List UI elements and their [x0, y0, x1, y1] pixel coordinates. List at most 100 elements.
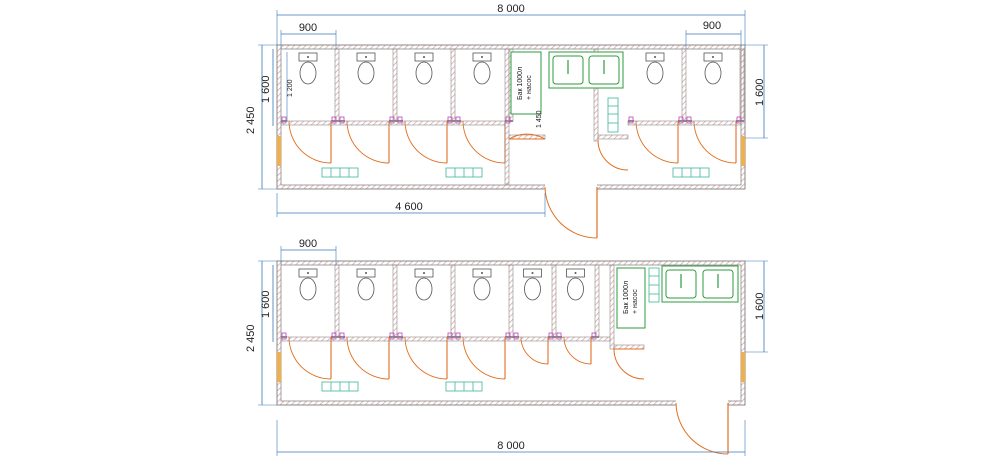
side-door-right-bottom: [741, 352, 745, 382]
cabins-bottom: [280, 264, 611, 380]
tank-room-wall: [508, 134, 546, 140]
bench-3: [672, 167, 710, 178]
side-door-right: [741, 136, 745, 166]
cabins-right: [627, 48, 745, 164]
tank-partition: [609, 264, 615, 350]
cabin-partition: [594, 264, 600, 338]
dim-height-cabin-right-bottom: 1 600: [754, 292, 766, 320]
water-tank-bottom: [616, 267, 646, 329]
door-tank-room-bottom: [613, 348, 645, 380]
plan-top: Бак 1000л + насос 1 450: [245, 3, 768, 239]
cabin-row-wall: [627, 120, 742, 126]
dims-top: 8 000 900 900 2 450 1 600 1 600 1 200: [245, 3, 768, 217]
toilet-bowl-icon: [524, 277, 541, 301]
dim-height-cabin-right-top: 1 600: [754, 78, 766, 106]
cabin-door-swing: [404, 120, 448, 164]
side-door-left-bottom: [277, 352, 281, 382]
cabins-left: [280, 48, 514, 164]
tank-label-1: Бак 1000л: [517, 67, 524, 100]
bench-1: [321, 167, 359, 178]
cabin-door-swing: [288, 120, 332, 164]
bench-5: [445, 381, 483, 392]
door-corridor-right: [597, 139, 629, 171]
toilet-button-icon: [481, 272, 483, 274]
middle-partition-right: [593, 48, 599, 142]
toilet-bowl-icon: [357, 61, 375, 85]
toilet-button-icon: [574, 272, 577, 274]
cabin-door-swing: [635, 120, 679, 164]
dim-cabin-right: 900: [703, 20, 721, 32]
dim-height-cabin-left-bottom: 1 600: [260, 290, 272, 318]
toilet-button-icon: [365, 56, 367, 58]
cabin-partition: [508, 264, 514, 338]
plan-bottom: Бак 1000л + насос 900: [245, 238, 768, 456]
bench-2: [445, 167, 483, 178]
dim-height-total-bottom: 2 450: [245, 324, 257, 352]
tank-room-wall-bottom: [613, 344, 645, 350]
cabin-door-swing: [462, 336, 506, 380]
entrance-gap-bottom: [676, 399, 728, 407]
cabin-partition: [551, 264, 557, 338]
toilet-bowl-icon: [473, 277, 491, 301]
toilet-button-icon: [307, 272, 309, 274]
cabin-partition: [681, 48, 687, 122]
dim-section-left: 4 600: [395, 201, 423, 213]
cabin-partition: [450, 48, 456, 122]
toilet-button-icon: [423, 272, 425, 274]
toilet-button-icon: [481, 56, 483, 58]
toilet-button-icon: [365, 272, 367, 274]
shelf-rack: [607, 97, 619, 133]
cabin-partition: [392, 48, 398, 122]
toilet-button-icon: [712, 56, 714, 58]
dim-cabin-left: 900: [299, 22, 317, 34]
corridor-wall-right: [597, 134, 629, 140]
dims-bottom: 900 2 450 1 600 1 600 8 000: [245, 238, 768, 456]
tank-label-2: + насос: [526, 75, 533, 100]
dim-total-top: 8 000: [497, 3, 525, 15]
tank-depth-label: 1 450: [536, 110, 543, 128]
toilet-bowl-icon: [299, 277, 317, 301]
middle-partition-left: [504, 48, 510, 185]
water-tank: [510, 51, 542, 115]
toilet-bowl-icon: [415, 277, 433, 301]
dim-height-cabin-left-top: 1 600: [260, 75, 272, 103]
entrance-door-swing-bottom: [675, 402, 729, 455]
sinks-bottom: [661, 265, 739, 303]
cabin-door-swing: [346, 120, 390, 164]
cabin-partition: [392, 264, 398, 338]
cabin-door-swing: [693, 120, 737, 164]
toilet-bowl-icon: [567, 277, 584, 301]
cabin-partition: [334, 264, 340, 338]
cabin-row-wall: [280, 336, 611, 342]
tank-label-1-bottom: Бак 1000л: [623, 281, 630, 314]
toilet-bowl-icon: [646, 61, 664, 85]
dim-height-total-top: 2 450: [245, 106, 257, 134]
dim-cabin-depth: 1 200: [287, 79, 294, 97]
door-tank-room: [508, 133, 546, 140]
bench-4: [321, 381, 359, 392]
sinks: [548, 51, 624, 133]
tank-label-2-bottom: + насос: [632, 289, 639, 314]
cabin-door-swing: [346, 336, 390, 380]
toilet-button-icon: [531, 272, 534, 274]
cabin-partition: [739, 48, 745, 122]
side-door-left: [277, 136, 281, 166]
cabin-partition: [450, 264, 456, 338]
cabin-door-swing: [404, 336, 448, 380]
entrance-gap: [545, 183, 597, 191]
toilet-bowl-icon: [299, 61, 317, 85]
cabin-door-swing: [462, 120, 506, 164]
entrance-door-swing: [544, 186, 598, 239]
toilet-button-icon: [307, 56, 309, 58]
toilet-button-icon: [654, 56, 656, 58]
dim-cabin-bottom: 900: [299, 238, 317, 250]
cabin-row-wall: [280, 120, 506, 126]
cabin-door-swing: [288, 336, 332, 380]
toilet-button-icon: [423, 56, 425, 58]
toilet-bowl-icon: [704, 61, 722, 85]
toilet-bowl-icon: [473, 61, 491, 85]
toilet-bowl-icon: [357, 277, 375, 301]
cabin-partition: [334, 48, 340, 122]
